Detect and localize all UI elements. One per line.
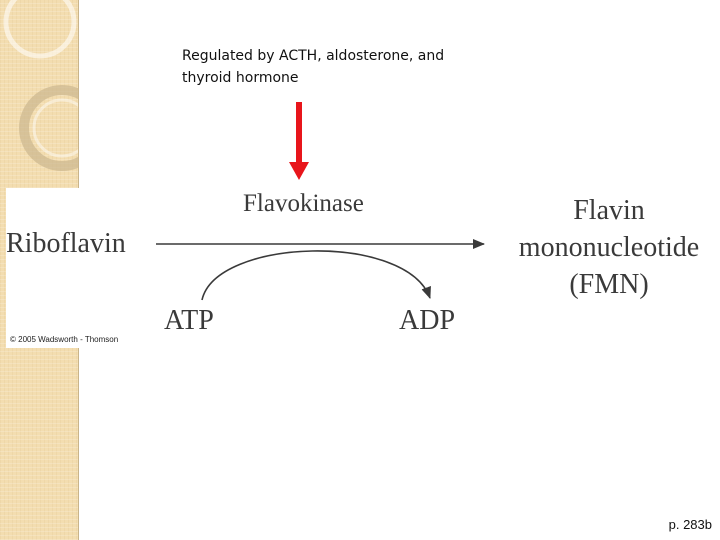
adp-label: ADP — [399, 305, 456, 336]
decorative-rings — [3, 0, 78, 171]
regulation-arrow-icon — [289, 102, 309, 180]
reaction-figure: Flavokinase Riboflavin Flavin mononucleo… — [6, 188, 720, 348]
atp-label: ATP — [164, 305, 214, 336]
copyright-text: © 2005 Wadsworth - Thomson — [10, 335, 119, 344]
substrate-label: Riboflavin — [6, 228, 126, 259]
regulation-note: Regulated by ACTH, aldosterone, and thyr… — [182, 48, 445, 86]
cofactor-curve-arrow — [201, 250, 431, 301]
product-label: Flavin mononucleotide (FMN) — [518, 195, 700, 300]
enzyme-label: Flavokinase — [243, 190, 364, 217]
reaction-arrows — [156, 239, 485, 301]
page-reference: p. 283b — [668, 517, 712, 532]
